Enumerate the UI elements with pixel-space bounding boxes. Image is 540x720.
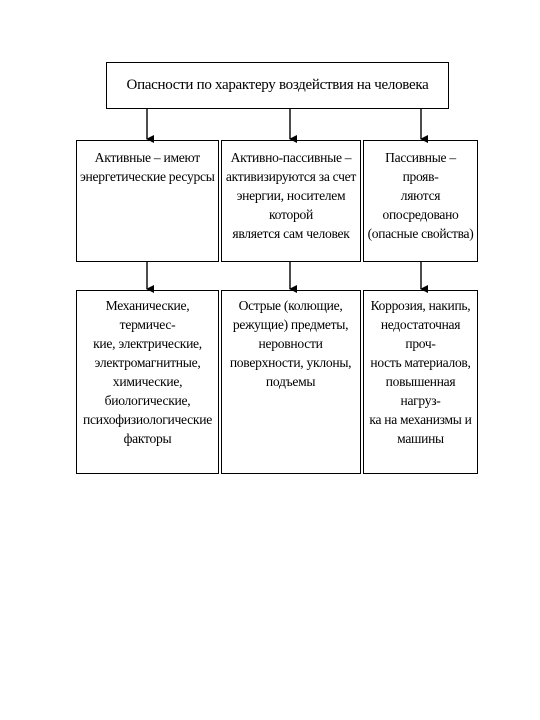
- box-active-passive-hazards-label: Активно-пассивные – активизируются за сч…: [225, 151, 357, 242]
- box-passive-hazards: Пассивные – прояв- ляются опосредовано (…: [363, 140, 478, 262]
- box-active-passive-hazards: Активно-пассивные – активизируются за сч…: [221, 140, 361, 262]
- box-active-hazards-label: Активные – имеют энергетические ресурсы: [80, 151, 215, 185]
- box-passive-examples-label: Коррозия, накипь, недостаточная проч- но…: [369, 299, 472, 447]
- box-active-hazards: Активные – имеют энергетические ресурсы: [76, 140, 219, 262]
- box-passive-hazards-label: Пассивные – прояв- ляются опосредовано (…: [367, 151, 474, 242]
- top-box-label: Опасности по характеру воздействия на че…: [126, 77, 429, 93]
- box-active-examples-label: Механические, термичес- кие, электрическ…: [83, 299, 212, 447]
- box-active-passive-examples: Острые (колющие, режущие) предметы, неро…: [221, 290, 361, 474]
- top-box-hazards-by-impact: Опасности по характеру воздействия на че…: [106, 62, 449, 109]
- box-active-examples: Механические, термичес- кие, электрическ…: [76, 290, 219, 474]
- box-active-passive-examples-label: Острые (колющие, режущие) предметы, неро…: [230, 299, 352, 390]
- box-passive-examples: Коррозия, накипь, недостаточная проч- но…: [363, 290, 478, 474]
